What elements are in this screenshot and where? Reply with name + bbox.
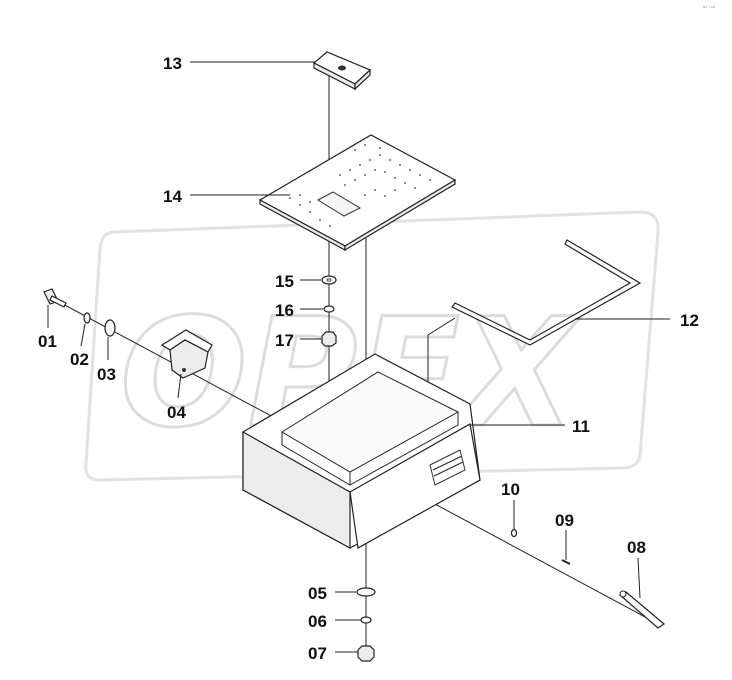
- callout-10: 10: [501, 480, 520, 499]
- callout-02: 02: [70, 350, 89, 369]
- callout-06: 06: [308, 612, 327, 631]
- callout-13: 13: [163, 54, 182, 73]
- part-07-nut: [357, 645, 375, 662]
- part-12-bracket: [451, 239, 642, 346]
- callout-08: 08: [627, 538, 646, 557]
- callout-12: 12: [680, 311, 699, 330]
- part-14-mat: [258, 134, 457, 252]
- callout-09: 09: [555, 511, 574, 530]
- part-09-cotter: [561, 559, 571, 565]
- callout-04: 04: [167, 403, 186, 422]
- part-03-washer: [104, 319, 116, 337]
- part-08-pin: [618, 590, 665, 629]
- part-13-cap: [312, 51, 372, 91]
- part-10-washer: [510, 528, 518, 538]
- corner-mark: ᴮᴬ ᵀᴬᴮ: [703, 6, 715, 12]
- part-15-washer: [321, 275, 337, 285]
- callout-labels: 13 14 15 16 17 01 02 03 04 12 11 10 09 0…: [38, 54, 699, 663]
- callout-05: 05: [308, 584, 327, 603]
- part-11-box: [242, 353, 481, 550]
- callout-01: 01: [38, 332, 57, 351]
- part-02-lock-washer: [83, 312, 91, 324]
- leader-lines: [47, 61, 670, 653]
- callout-17: 17: [275, 331, 294, 350]
- axis-line-bracket: [427, 317, 456, 390]
- callout-11: 11: [572, 417, 590, 436]
- callout-16: 16: [275, 301, 294, 320]
- part-06-lock-washer: [360, 616, 372, 624]
- part-01-bolt: [43, 288, 67, 308]
- callout-03: 03: [97, 365, 116, 384]
- part-16-lock-washer: [323, 305, 335, 313]
- callout-15: 15: [275, 272, 294, 291]
- part-04-bracket: [160, 329, 213, 379]
- part-17-nut: [321, 331, 337, 347]
- callout-14: 14: [163, 187, 182, 206]
- callout-07: 07: [308, 644, 327, 663]
- part-05-washer: [356, 587, 376, 597]
